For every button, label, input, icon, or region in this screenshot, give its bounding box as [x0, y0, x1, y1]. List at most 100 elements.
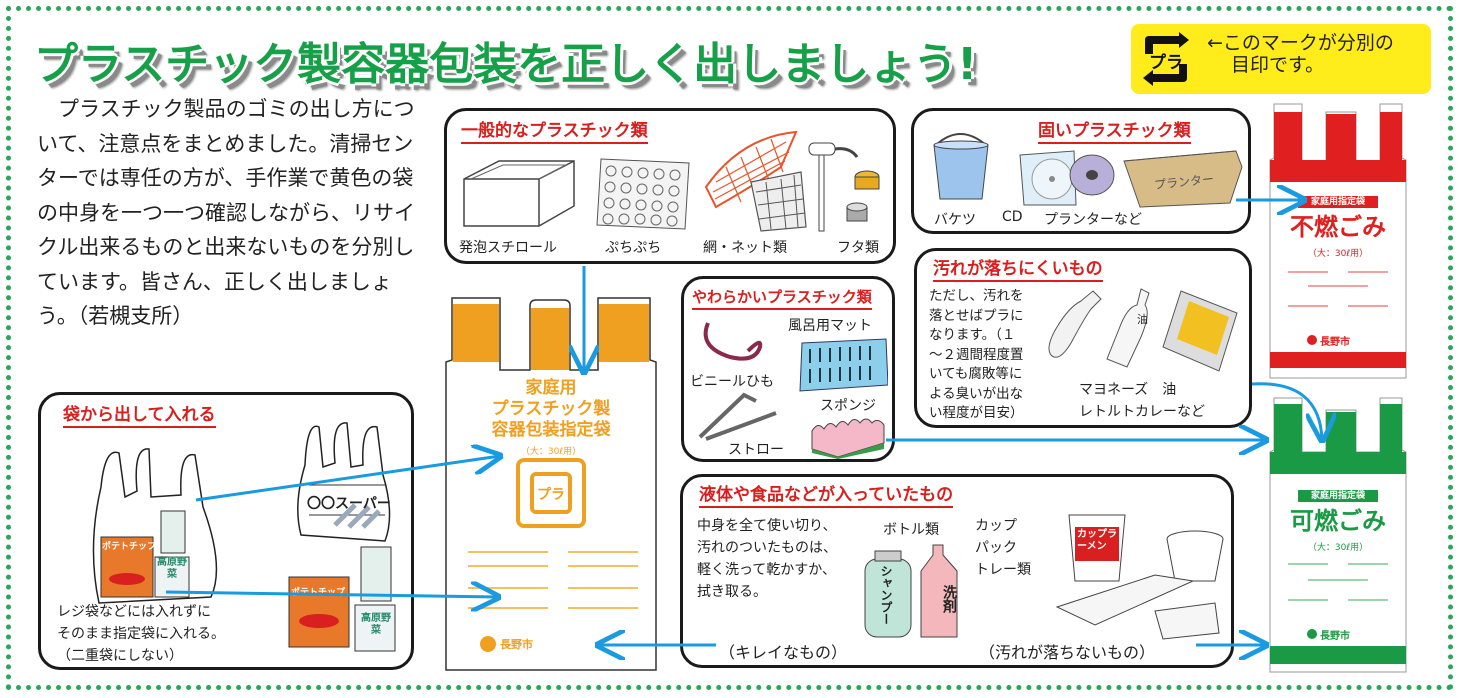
item-label: フタ類 [837, 240, 879, 256]
cup-label-line: トレー類 [975, 562, 1031, 578]
bag-title-line: 家庭用 [525, 378, 577, 398]
nonburnable-designated-bag: 家庭用指定袋 不燃ごみ （大：30ℓ用） 長野市 [1268, 100, 1408, 382]
bag-title-line: 容器包装指定袋 [491, 420, 611, 440]
item-label: 風呂用マット [788, 318, 872, 334]
mark-note-line2: 目印です。 [1231, 54, 1325, 76]
panel-general-plastics: 一般的なプラスチック類 発泡スチロール ぷちぷち 網 [444, 108, 896, 264]
cups-trays-icon [1055, 514, 1224, 640]
plastic-bag-city: 長野市 [500, 638, 533, 651]
clean-label: （キレイなもの） [719, 643, 848, 662]
chips-label: ポテトチップ [102, 542, 157, 552]
oil-label: 油 [1137, 313, 1148, 326]
nonburnable-bag-title: 不燃ごみ [1290, 213, 1386, 241]
item-label: 発泡スチロール [459, 240, 557, 256]
pla-recycle-mark-icon: プラ [1143, 32, 1189, 86]
note-line: 拭き取る。 [697, 584, 767, 600]
item-label: プランターなど [1044, 212, 1142, 228]
stains-note: ただし、汚れを 落とせばプラに なります。（１ ～２週間程度置 いても腐敗等に … [929, 287, 1024, 424]
styrofoam-box-icon [463, 160, 575, 227]
nonburnable-bag-size: （大：30ℓ用） [1307, 249, 1369, 259]
burnable-bag-title: 可燃ごみ [1290, 507, 1386, 535]
panel-title: 液体や食品などが入っていたもの [699, 485, 954, 508]
cup-label-line: カップ [975, 518, 1017, 534]
chips-label: ポテトチップ [291, 588, 346, 598]
bag-outline [1269, 397, 1407, 673]
note-line: なります。（１ [929, 327, 1016, 343]
dirty-label: （汚れが落ちないもの） [979, 643, 1156, 662]
mark-note-line1: ←このマークが分別の [1207, 32, 1394, 54]
mark-icon-text: プラ [1149, 52, 1183, 73]
panel-soft-plastics: やわらかいプラスチック類 風呂用マット ビニールひも スポンジ ストロー [681, 276, 895, 462]
panel-title: 一般的なプラスチック類 [461, 121, 648, 144]
panel-title: 袋から出して入れる [63, 405, 216, 428]
bag-outline [1269, 103, 1407, 379]
plastic-bag-mark: プラ [537, 487, 565, 503]
note-line: 軽く洗って乾かすか、 [697, 562, 837, 578]
item-label: 網・ネット類 [703, 240, 787, 256]
item-label: スポンジ [820, 398, 876, 414]
burnable-bag-header: 家庭用指定袋 [1298, 490, 1378, 502]
page-title: プラスチック製容器包装を正しく出しましょう! [34, 39, 978, 90]
plastic-bag-title: 家庭用 プラスチック製 容器包装指定袋 [438, 378, 664, 441]
liquids-note: 中身を全て使い切り、 汚れのついたものは、 軽く洗って乾かすか、 拭き取る。 [697, 515, 837, 603]
bag-title-line: プラスチック製 [491, 399, 611, 419]
burnable-designated-bag: 家庭用指定袋 可燃ごみ （大：30ℓ用） 長野市 [1268, 396, 1408, 678]
cup-label-line: パック [975, 540, 1017, 556]
item-label: ストロー [728, 442, 784, 458]
intro-paragraph: プラスチック製品のゴミの出し方について、注意点をまとめました。清掃センターでは専… [37, 97, 415, 328]
note-line: （二重袋にしない） [57, 648, 183, 664]
bags-note: レジ袋などには入れずに そのまま指定袋に入れる。 （二重袋にしない） [57, 601, 225, 667]
cap-icon [808, 142, 880, 232]
panel-title: やわらかいプラスチック類 [692, 287, 872, 310]
sponge-icon [811, 418, 885, 459]
item-label: マヨネーズ 油 [1079, 382, 1177, 398]
note-line: よる臭いが出な [929, 385, 1024, 402]
panel-title: 汚れが落ちにくいもの [933, 259, 1103, 282]
bath-mat-icon [799, 338, 888, 392]
note-line: ～２週間程度置 [929, 346, 1024, 363]
item-label: バケツ [934, 212, 976, 228]
note-line: い程度が目安） [929, 405, 1024, 421]
note-line: 落とせばプラに [929, 307, 1024, 324]
loose-items-icon [288, 546, 396, 652]
straw-icon [698, 392, 777, 441]
mayonnaise-icon [1048, 290, 1102, 358]
item-label: ビニールひも [690, 374, 774, 390]
vinyl-string-icon [703, 322, 763, 361]
bag-outline [445, 297, 657, 671]
note-line: いても腐敗等に [929, 366, 1023, 382]
net-icon [704, 130, 807, 232]
veg-label: 高原野菜 [361, 613, 391, 636]
note-line: レジ袋などには入れずに [57, 604, 211, 620]
retort-pouch-icon [1162, 290, 1238, 372]
supermarket-label: 〇〇スーパー [307, 496, 391, 512]
burnable-bag-size: （大：30ℓ用） [1307, 543, 1369, 553]
mark-explanation-box: プラ ←このマークが分別の 目印です。 [1131, 24, 1431, 94]
note-line: そのまま指定袋に入れる。 [57, 626, 225, 642]
item-label: CD [1002, 209, 1023, 225]
bubble-wrap-icon [596, 158, 690, 230]
bottle-category-label: ボトル類 [883, 522, 939, 538]
shampoo-label: シャンプー [879, 565, 893, 625]
item-label: ぷちぷち [605, 240, 662, 256]
panel-remove-from-bag: 袋から出して入れる ポテトチップ 高原野菜 〇〇スーパー ポテトチップ 高原野菜… [38, 392, 414, 670]
bucket-icon [933, 133, 989, 200]
note-line: 汚れのついたものは、 [697, 540, 837, 556]
note-line: 中身を全て使い切り、 [697, 518, 837, 534]
burnable-bag-city: 長野市 [1320, 631, 1350, 642]
panel-hard-to-clean: 汚れが落ちにくいもの ただし、汚れを 落とせばプラに なります。（１ ～２週間程… [914, 248, 1252, 428]
cup-category-label: カップ パック トレー類 [975, 515, 1031, 581]
nonburnable-bag-header: 家庭用指定袋 [1298, 196, 1378, 208]
shopping-bag-with-items-icon [92, 448, 218, 604]
mark-note: ←このマークが分別の 目印です。 [1207, 32, 1394, 76]
planter-icon [1123, 150, 1243, 208]
note-line: ただし、汚れを [929, 288, 1024, 304]
supermarket-bag-icon [297, 422, 391, 542]
item-label: レトルトカレーなど [1079, 404, 1205, 420]
plastic-bag-size: （大：30ℓ用） [520, 447, 582, 457]
ramen-label: カップラーメン [1077, 529, 1117, 552]
veg-label: 高原野菜 [157, 557, 187, 580]
oil-bottle-icon [1106, 288, 1150, 368]
panel-food-containers: 液体や食品などが入っていたもの 中身を全て使い切り、 汚れのついたものは、 軽く… [680, 474, 1234, 668]
nonburnable-bag-city: 長野市 [1320, 337, 1350, 348]
